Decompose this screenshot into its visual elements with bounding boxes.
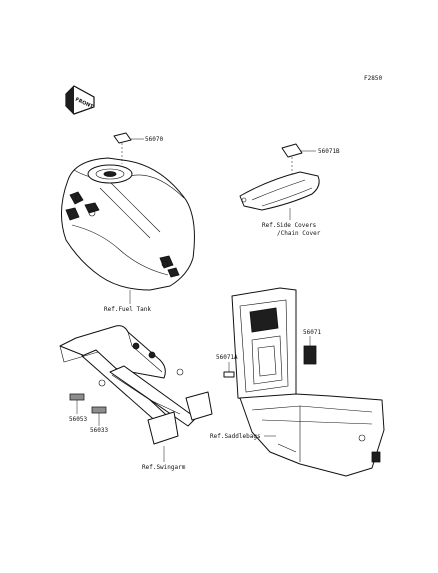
part-56071A: 56071A	[216, 354, 238, 361]
swingarm	[59, 325, 213, 445]
saddlebag	[231, 287, 385, 477]
side-cover	[239, 171, 320, 211]
front-arrow-icon: FRONT	[65, 85, 95, 115]
figure-code: F2850	[364, 75, 382, 82]
ref-side-covers-line1: Ref.Side Covers	[262, 222, 317, 229]
label-56053-decal	[69, 393, 85, 401]
part-56070: 56070	[145, 136, 163, 143]
part-56071: 56071	[303, 329, 321, 336]
ref-saddlebags: Ref.Saddlebags	[210, 433, 261, 440]
ref-side-covers-line2: /Chain Cover	[277, 230, 321, 237]
label-56071A-decal	[223, 371, 235, 378]
part-56053: 56053	[69, 416, 87, 423]
label-56071B-decal	[281, 143, 303, 158]
ref-fuel-tank: Ref.Fuel Tank	[104, 306, 151, 313]
label-56071-decal	[303, 345, 317, 365]
part-56071B: 56071B	[318, 148, 340, 155]
ref-swingarm: Ref.Swingarm	[142, 464, 186, 471]
part-56033: 56033	[90, 427, 108, 434]
label-56033-decal	[91, 406, 107, 414]
fuel-tank	[61, 157, 195, 291]
label-56070-decal	[113, 132, 132, 144]
